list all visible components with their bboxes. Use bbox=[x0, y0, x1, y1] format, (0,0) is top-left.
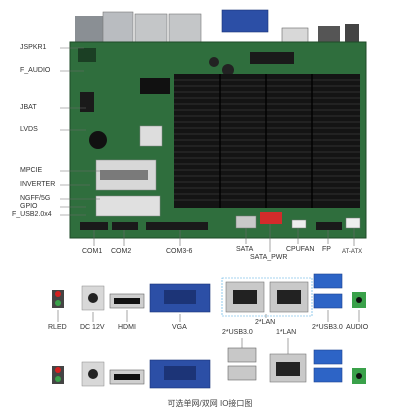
label-com1: COM1 bbox=[82, 248, 103, 255]
label-fp: FP bbox=[322, 246, 331, 253]
hdmi-port-top bbox=[281, 27, 309, 43]
green-led-top bbox=[55, 300, 61, 306]
usb-io-bottom-2 bbox=[227, 365, 257, 381]
label-2-usb3-right: 2*USB3.0 bbox=[312, 324, 343, 331]
figure-caption: 可选单网/双网 IO接口图 bbox=[167, 399, 253, 408]
lan-group-box bbox=[221, 277, 313, 317]
chip-1 bbox=[140, 78, 170, 94]
label-jspkr1: JSPKR1 bbox=[20, 44, 47, 51]
label-2-usb3-left: 2*USB3.0 bbox=[222, 329, 253, 336]
lan-io-top-2-hole bbox=[277, 290, 301, 304]
power-jack-top bbox=[345, 24, 359, 46]
label-2-lan: 2*LAN bbox=[255, 319, 276, 326]
heatsink-fins bbox=[174, 79, 360, 201]
label-vga: VGA bbox=[172, 324, 187, 331]
label-jbat: JBAT bbox=[20, 104, 37, 111]
usb3-io-bottom-2 bbox=[313, 367, 343, 383]
led-holder-bottom bbox=[52, 366, 64, 384]
ngff-slot bbox=[95, 195, 161, 217]
dc-jack-hole-bottom bbox=[88, 369, 98, 379]
audio-jack-hole bbox=[356, 297, 362, 303]
label-lvds: LVDS bbox=[20, 126, 38, 133]
hdmi-slot bbox=[114, 298, 140, 304]
label-gpio: GPIO bbox=[20, 203, 38, 210]
header-sata bbox=[235, 215, 257, 229]
header-com1 bbox=[80, 222, 108, 230]
red-led-bottom bbox=[55, 367, 61, 373]
battery-cmos bbox=[89, 131, 107, 149]
dc-jack-top bbox=[318, 26, 340, 46]
capacitor-2 bbox=[209, 57, 219, 67]
label-sata: SATA bbox=[236, 246, 254, 253]
heatsink-ribs bbox=[219, 74, 313, 208]
usb-io-bottom-1 bbox=[227, 347, 257, 363]
capacitor-1 bbox=[222, 64, 234, 76]
label-cpufan: CPUFAN bbox=[286, 246, 315, 253]
hdmi-slot-bottom bbox=[114, 374, 140, 380]
heatsink bbox=[174, 74, 360, 208]
lan-io-top-1-hole bbox=[233, 290, 257, 304]
header-jspkr bbox=[78, 48, 96, 62]
vga-inner bbox=[164, 290, 196, 304]
mpcie-slot-inner bbox=[100, 170, 148, 180]
callout-lines-bottom bbox=[93, 224, 355, 252]
io-top-row bbox=[52, 273, 366, 313]
audio-jack-hole-bottom bbox=[356, 373, 362, 379]
label-sata-pwr: SATA_PWR bbox=[250, 254, 288, 261]
header-lvds bbox=[80, 92, 94, 112]
header-sata-pwr bbox=[260, 212, 282, 224]
callout-lines-left bbox=[60, 47, 100, 216]
header-at-atx bbox=[345, 217, 361, 229]
red-led-top bbox=[55, 291, 61, 297]
header-top bbox=[250, 52, 294, 64]
io-bottom-row bbox=[52, 347, 366, 389]
label-hdmi: HDMI bbox=[118, 324, 136, 331]
vga-inner-bottom bbox=[164, 366, 196, 380]
label-com2: COM2 bbox=[111, 248, 132, 255]
label-mpcie: MPCIE bbox=[20, 167, 43, 174]
label-f-usb2: F_USB2.0x4 bbox=[12, 211, 52, 218]
header-fp bbox=[316, 222, 342, 230]
label-1-lan: 1*LAN bbox=[276, 329, 297, 336]
usb3-io-top-2 bbox=[313, 293, 343, 309]
callout-lines-io-bottom bbox=[241, 338, 289, 354]
header-cpufan bbox=[291, 219, 307, 229]
usb3-io-bottom-1 bbox=[313, 349, 343, 365]
header-com2 bbox=[112, 222, 138, 230]
label-inverter: INVERTER bbox=[20, 181, 56, 188]
vga-port-top bbox=[221, 9, 269, 33]
header-com3-6 bbox=[146, 222, 208, 230]
lan-io-bottom-hole bbox=[276, 362, 300, 376]
label-rled: RLED bbox=[48, 324, 67, 331]
label-audio: AUDIO bbox=[346, 324, 369, 331]
label-ngff-5g: NGFF/5G bbox=[20, 195, 51, 202]
label-f-audio: F_AUDIO bbox=[20, 67, 51, 74]
sim-slot bbox=[139, 125, 163, 147]
usb3-io-top-1 bbox=[313, 273, 343, 289]
green-led-bottom bbox=[55, 376, 61, 382]
label-com3-6: COM3-6 bbox=[166, 248, 193, 255]
label-dc-12v: DC 12V bbox=[80, 324, 105, 331]
led-holder-top bbox=[52, 290, 64, 308]
label-at-atx: AT-ATX bbox=[342, 249, 363, 255]
dc-jack-hole bbox=[88, 293, 98, 303]
